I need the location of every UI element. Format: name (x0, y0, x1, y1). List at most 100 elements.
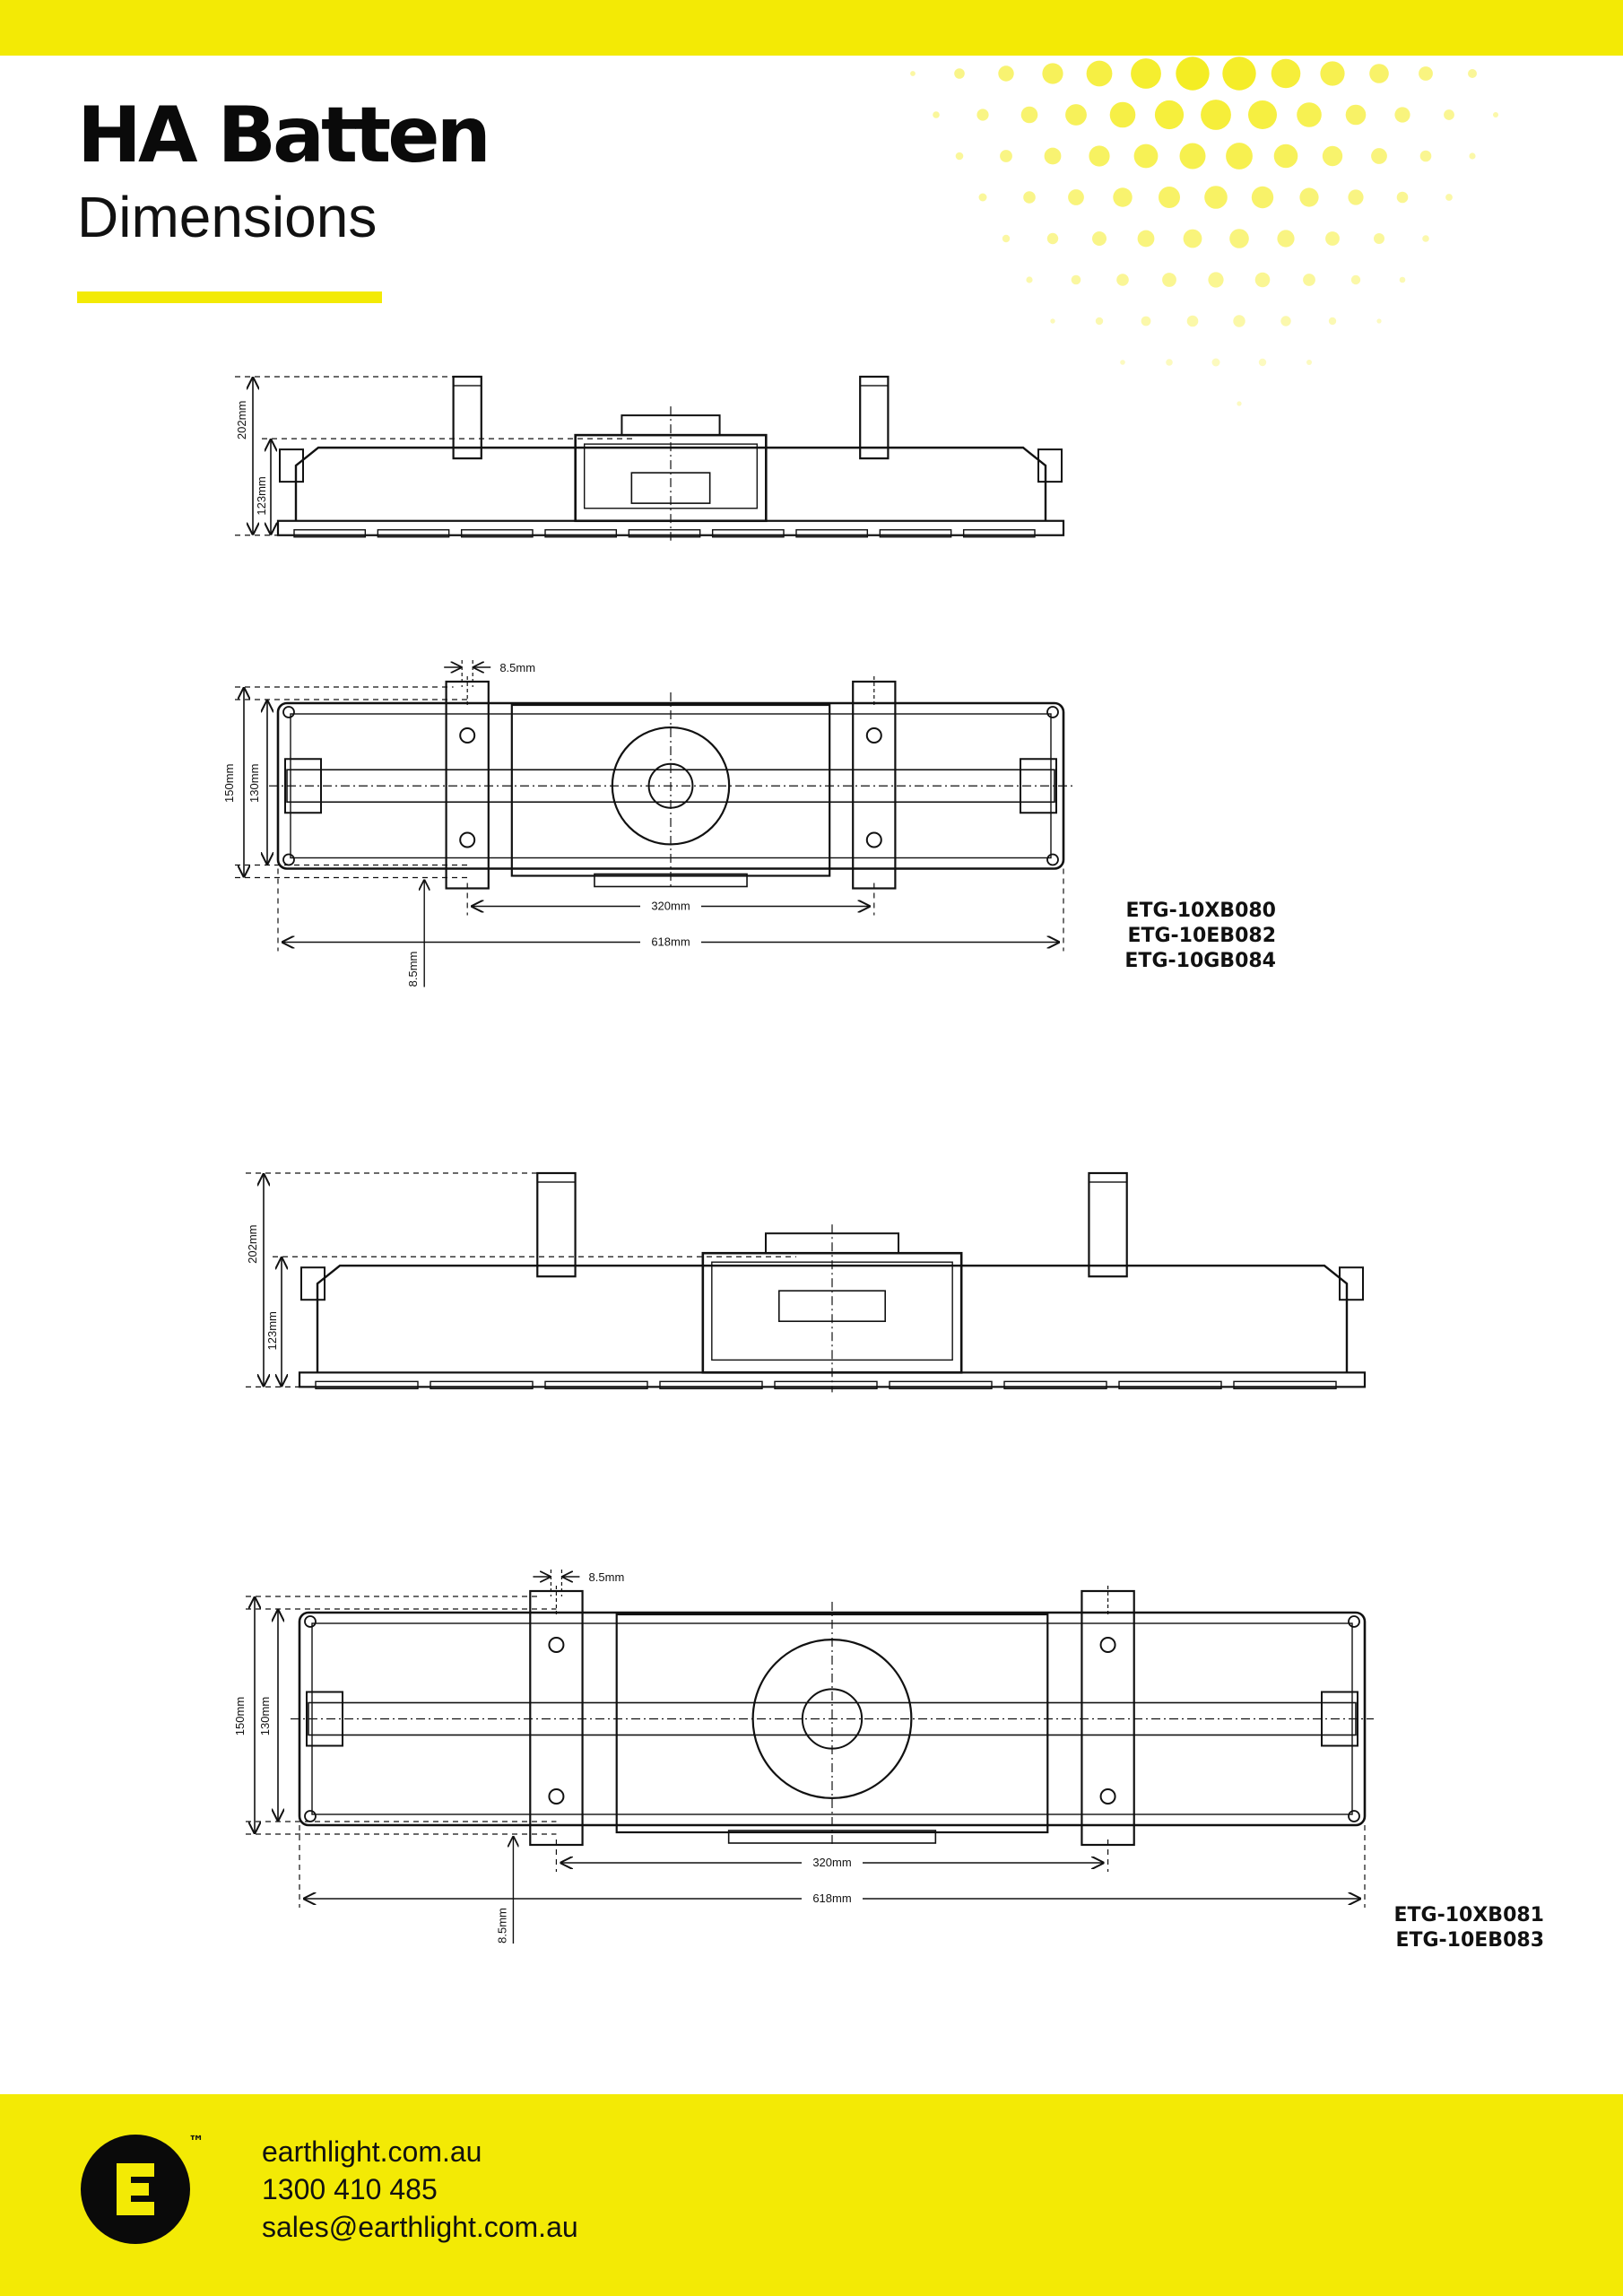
decorative-dot (955, 152, 964, 161)
decorative-dot (933, 111, 940, 118)
decorative-dot (1396, 191, 1409, 204)
model-code: ETG-10XB080 (1125, 900, 1277, 922)
decorative-dot (1422, 235, 1429, 242)
corner-screw (304, 1615, 317, 1628)
decorative-dot (1376, 318, 1382, 324)
decorative-dot (1092, 231, 1107, 246)
footer-band (0, 2094, 1623, 2296)
dimension-label-150: 150mm (222, 764, 236, 803)
decorative-dot (1133, 144, 1159, 169)
decorative-dot (1271, 58, 1301, 89)
decorative-dot (1369, 64, 1389, 83)
email-link[interactable]: sales@earthlight.com.au (262, 2211, 578, 2243)
base-slot (889, 1380, 993, 1390)
decorative-dot (1468, 69, 1477, 78)
trademark-symbol: ™ (188, 2133, 204, 2152)
label-bg (640, 933, 701, 948)
dimension-label-slot-bottom: 8.5mm (406, 952, 420, 987)
decorative-dot (1399, 276, 1406, 283)
decorative-dot (1002, 234, 1011, 243)
decorative-dot (1120, 360, 1125, 365)
model-code: ETG-10XB081 (1393, 1904, 1545, 1926)
decorative-dot (1419, 66, 1433, 81)
base-slot (1233, 1380, 1337, 1390)
decorative-dot (1348, 189, 1364, 205)
end-cap (1339, 1266, 1364, 1301)
mounting-bracket (1081, 1589, 1135, 1847)
decorative-dot (1320, 61, 1345, 86)
decorative-dot (1226, 143, 1253, 170)
bracket-bolt (865, 831, 882, 848)
label-bg (802, 1854, 863, 1868)
base-slot (460, 529, 534, 538)
mounting-post-cap (859, 376, 890, 387)
base-slot (544, 529, 618, 538)
earthlight-logo-icon (81, 2135, 190, 2244)
decorative-dot (998, 65, 1014, 82)
mounting-post-cap (1088, 1172, 1128, 1183)
decorative-dot (1026, 276, 1033, 283)
bracket-bolt (865, 727, 882, 744)
dimension-label-130: 130mm (258, 1697, 272, 1735)
decorative-dot (1176, 57, 1210, 91)
dimension-label-618: 618mm (651, 935, 690, 949)
decorative-dot (1154, 100, 1185, 130)
decorative-dot (1050, 318, 1055, 324)
decorative-dot (1113, 187, 1133, 207)
mounting-post-cap (536, 1172, 577, 1183)
base-slot (1003, 1380, 1107, 1390)
decorative-dot (1237, 401, 1242, 406)
decorative-dot (1328, 317, 1337, 326)
decorative-dot (1201, 100, 1231, 130)
decorative-dot (1297, 102, 1322, 127)
dimension-label-320: 320mm (812, 1856, 851, 1869)
base-slot (774, 1380, 878, 1390)
website-link[interactable]: earthlight.com.au (262, 2135, 482, 2168)
decorative-dot (1445, 194, 1453, 201)
decorative-dot (954, 68, 965, 79)
decorative-dot (1222, 57, 1256, 91)
decorative-dot (1204, 186, 1228, 209)
decorative-dot (1179, 143, 1206, 170)
decorative-dot (976, 109, 989, 121)
corner-screw (1046, 706, 1059, 718)
decorative-dot (1116, 274, 1129, 286)
decorative-dot (1469, 152, 1476, 160)
base-slot (430, 1380, 534, 1390)
page-subtitle: Dimensions (77, 185, 378, 249)
dimension-label-320: 320mm (651, 900, 690, 913)
bracket-bolt (548, 1788, 565, 1805)
decorative-dot (1159, 187, 1180, 208)
decorative-dot (978, 193, 987, 202)
decorative-dot (1208, 272, 1224, 288)
decorative-dot (1131, 58, 1161, 89)
base-slot (795, 529, 869, 538)
decorative-dot (1273, 144, 1298, 169)
decorative-dot (1233, 315, 1245, 327)
decorative-dot (1089, 145, 1110, 167)
plan-end-block (306, 1691, 343, 1747)
decorative-dot (1109, 101, 1136, 128)
decorative-dot (1306, 360, 1312, 365)
base-slot (377, 529, 450, 538)
dimension-label-202: 202mm (235, 401, 248, 439)
corner-screw (1348, 1615, 1360, 1628)
corner-screw (1348, 1810, 1360, 1822)
decorative-dot (1277, 230, 1295, 248)
decorative-dot (1183, 229, 1202, 248)
decorative-dot (1141, 316, 1151, 326)
decorative-dot (1303, 274, 1315, 286)
decorative-dot (1166, 359, 1173, 366)
dimension-label-618: 618mm (812, 1892, 851, 1905)
mounting-post (452, 375, 482, 460)
decorative-dot (1251, 186, 1274, 209)
decorative-dot (1044, 147, 1062, 165)
decorative-dot (1071, 274, 1081, 285)
mounting-bracket (529, 1589, 584, 1847)
dimension-label-slot-bottom: 8.5mm (495, 1908, 508, 1944)
model-list-1: ETG-10XB080 ETG-10EB082 ETG-10GB084 (1124, 899, 1276, 974)
corner-screw (304, 1810, 317, 1822)
base-slot (628, 529, 701, 538)
phone-number[interactable]: 1300 410 485 (262, 2173, 438, 2205)
bracket-bolt (1099, 1637, 1116, 1653)
